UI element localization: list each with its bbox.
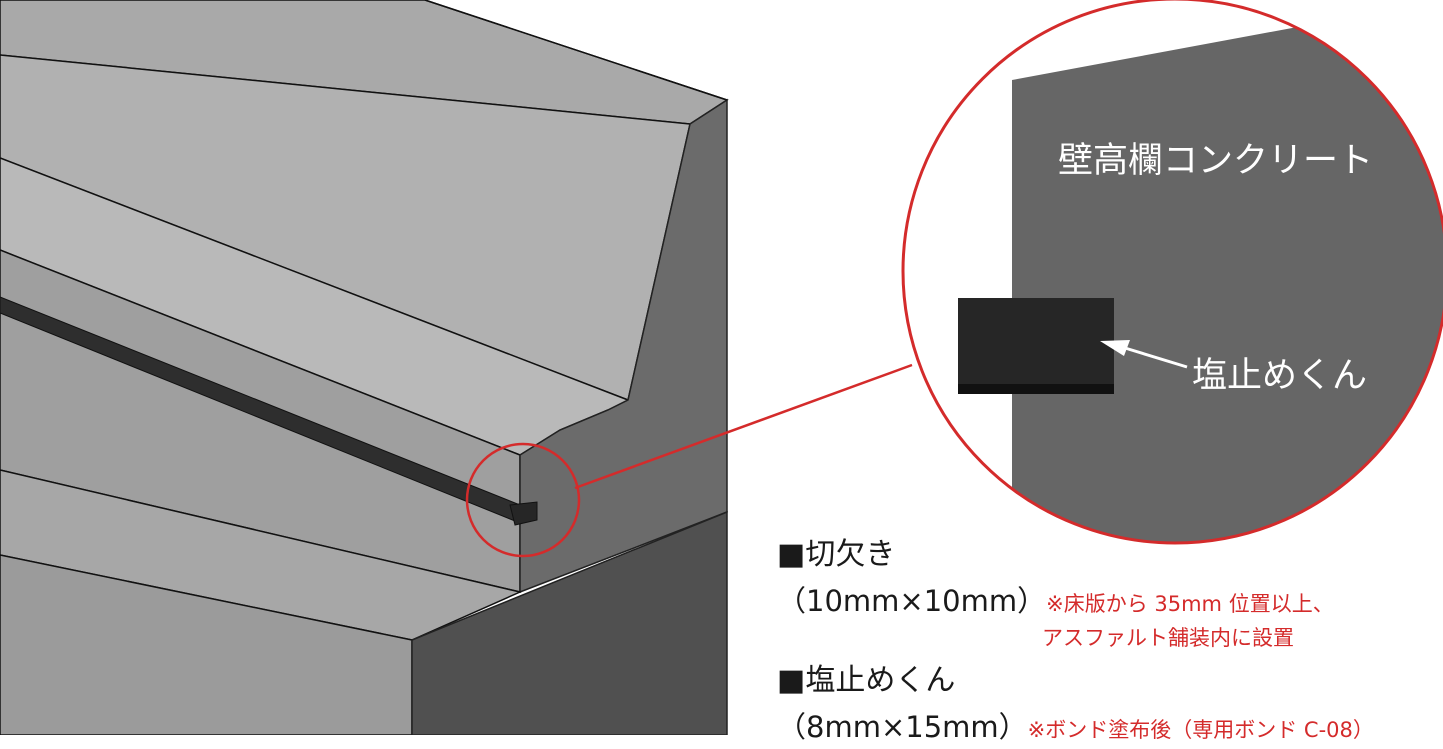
zoom-wall-label: 壁高欄コンクリート — [1058, 141, 1373, 181]
detail-connector-line — [574, 363, 913, 490]
base-front-face — [0, 554, 413, 735]
strip-note: ※ボンド塗布後（専用ボンド C-08） — [1027, 718, 1374, 742]
notch-heading: ■切欠き — [777, 537, 896, 572]
zoom-arrow-line — [1124, 346, 1188, 369]
top-face-edge — [424, 0, 728, 101]
specification-notes: ■切欠き （10mm×10mm）※床版から 35mm 位置以上、 アスファルト舗… — [777, 537, 1427, 749]
strip-size: （8mm×15mm） — [777, 710, 1028, 744]
zoom-arrow-head — [1100, 340, 1130, 356]
zoom-strip-base — [958, 384, 1114, 394]
salt-stop-strip-end — [509, 501, 538, 526]
notch-size-row: （10mm×10mm）※床版から 35mm 位置以上、 — [777, 583, 1427, 623]
notch-note-2: アスファルト舗装内に設置 — [1042, 626, 1294, 650]
barrier-side-face — [519, 98, 728, 594]
zoom-strip-block — [958, 298, 1114, 384]
detail-highlight-circle — [465, 442, 581, 558]
zoom-wall-face — [1012, 0, 1443, 543]
base-side-face — [411, 510, 728, 735]
strip-heading: ■塩止めくん — [777, 663, 956, 698]
notch-size: （10mm×10mm） — [777, 584, 1047, 618]
strip-size-row: （8mm×15mm）※ボンド塗布後（専用ボンド C-08） — [777, 709, 1427, 749]
zoom-detail: 壁高欄コンクリート 塩止めくん — [903, 0, 1443, 543]
zoom-strip-label: 塩止めくん — [1192, 356, 1367, 396]
zoom-circle-border — [901, 0, 1443, 545]
notch-note-1: ※床版から 35mm 位置以上、 — [1046, 592, 1334, 616]
barrier-model — [0, 0, 729, 735]
